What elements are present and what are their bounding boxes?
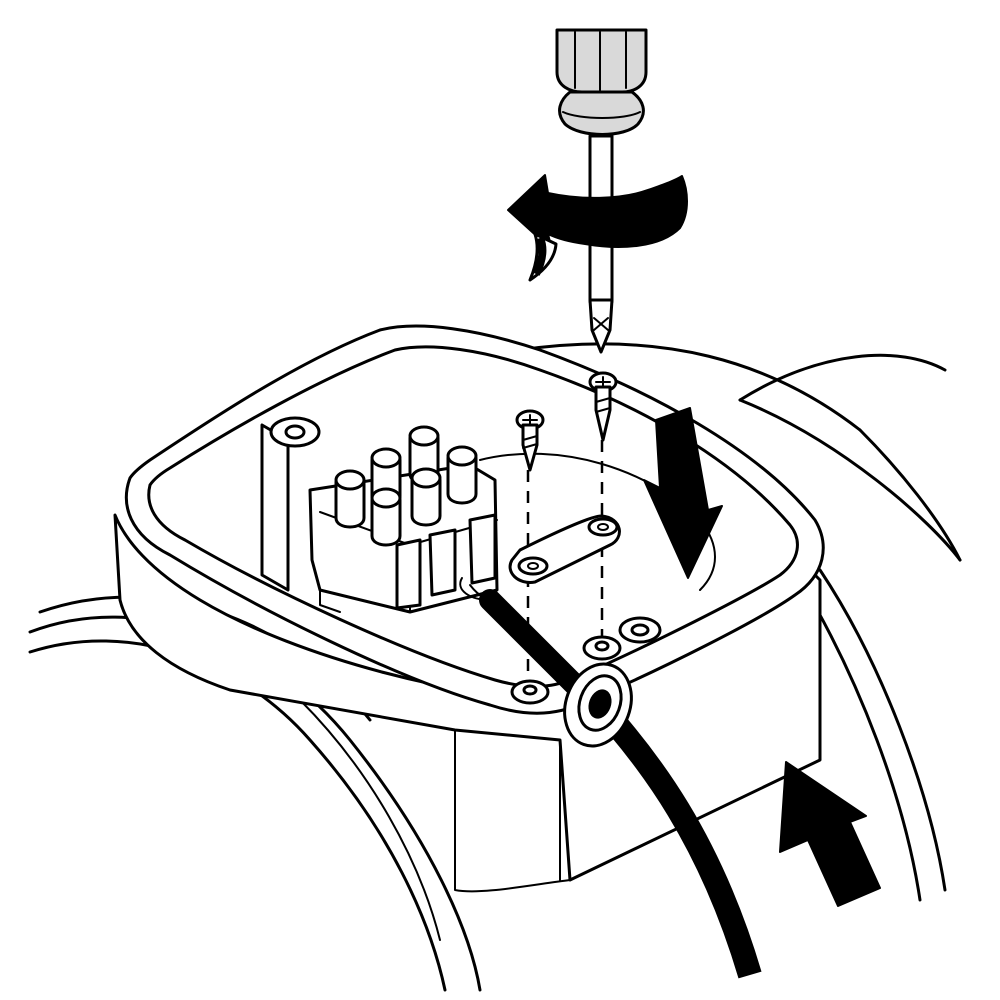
terminal-block-icon [308,425,499,614]
mounting-bosses [510,616,662,705]
grommet-icon [563,662,633,748]
up-arrow-icon [779,761,881,907]
screw-icon [588,371,618,442]
junction-box-icon [113,324,825,893]
screwdriver-icon [555,28,648,354]
pipe-icon [28,342,962,992]
screw-icon [515,409,545,472]
rotate-arrow-icon [507,174,688,282]
cable-clamp-icon [508,514,621,584]
down-arrow-icon [643,407,723,579]
